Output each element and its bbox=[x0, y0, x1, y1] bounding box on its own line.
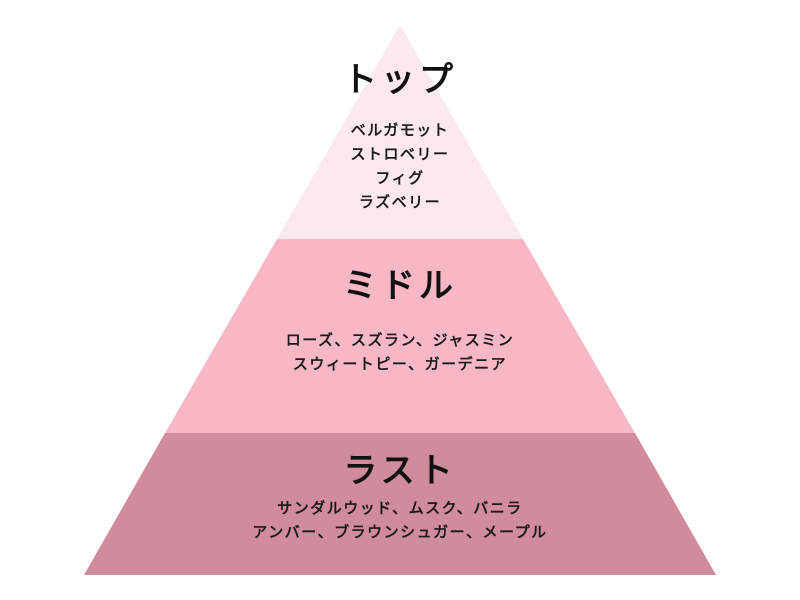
middle-note-line: ローズ、スズラン、ジャスミン bbox=[285, 331, 515, 349]
base-notes-list: サンダルウッド、ムスク、バニラ アンバー、ブラウンシュガー、メープル bbox=[0, 496, 800, 544]
middle-note-line: スウィートピー、ガーデニア bbox=[292, 355, 508, 373]
top-note-item: ベルガモット bbox=[350, 121, 450, 139]
base-note-line: サンダルウッド、ムスク、バニラ bbox=[277, 499, 523, 517]
base-note-line: アンバー、ブラウンシュガー、メープル bbox=[252, 523, 548, 541]
middle-tier-shape bbox=[165, 239, 635, 433]
top-note-item: ラズベリー bbox=[358, 193, 442, 211]
top-note-item: ストロベリー bbox=[350, 145, 450, 163]
middle-notes-list: ローズ、スズラン、ジャスミン スウィートピー、ガーデニア bbox=[0, 328, 800, 376]
base-notes-title: ラスト bbox=[343, 451, 457, 491]
top-notes-title: トップ bbox=[343, 60, 457, 100]
top-notes-list: ベルガモット ストロベリー フィグ ラズベリー bbox=[0, 118, 800, 214]
top-note-item: フィグ bbox=[375, 169, 425, 187]
top-tier-shape bbox=[277, 25, 523, 239]
middle-notes-title: ミドル bbox=[343, 266, 457, 306]
base-tier-shape bbox=[84, 433, 716, 575]
